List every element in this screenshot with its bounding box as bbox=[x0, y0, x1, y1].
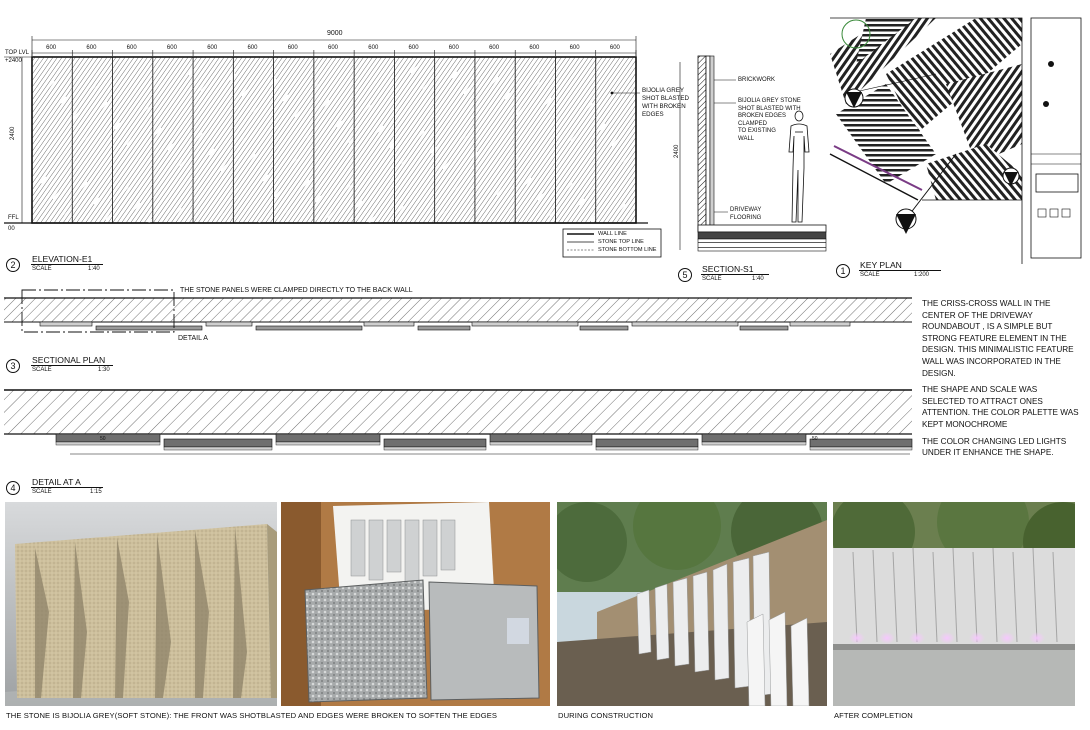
description-paragraph-2: THE SHAPE AND SCALE WAS SELECTED TO ATTR… bbox=[922, 385, 1079, 429]
section-marker-icon bbox=[844, 88, 1020, 234]
panel-dimension: 600 bbox=[368, 45, 379, 51]
panel-dimension: 600 bbox=[46, 45, 57, 51]
plan-title: SECTIONAL PLAN bbox=[32, 355, 106, 365]
panel-dimension: 600 bbox=[126, 45, 137, 51]
panel-dimension: 600 bbox=[448, 45, 459, 51]
panel-dimension: 600 bbox=[247, 45, 258, 51]
overall-dimension: 9000 bbox=[327, 30, 343, 37]
panel-dimension: 600 bbox=[287, 45, 298, 51]
sectional-plan: THE STONE PANELS WERE CLAMPED DIRECTLY T… bbox=[0, 284, 915, 374]
keyplan-number: 1 bbox=[836, 264, 850, 278]
section-title: SECTION-S1 bbox=[702, 264, 754, 274]
panel-dimension: 600 bbox=[529, 45, 540, 51]
detail-dim-left: 50 bbox=[100, 436, 106, 442]
detail-number: 4 bbox=[6, 481, 20, 495]
detail-dim-right: 50 bbox=[812, 436, 818, 442]
photo-during-construction bbox=[557, 502, 827, 706]
detail-drawing bbox=[4, 389, 913, 455]
section-height-dim: 2400 bbox=[674, 144, 680, 158]
plan-scale-value: 1:30 bbox=[98, 367, 110, 373]
top-level-label: TOP LVL bbox=[5, 50, 30, 56]
caption-completion: AFTER COMPLETION bbox=[834, 711, 913, 720]
photo-stone-samples bbox=[281, 502, 550, 706]
section-scale-value: 1:40 bbox=[752, 276, 764, 282]
panel-dimension: 600 bbox=[86, 45, 97, 51]
detail-title: DETAIL AT A bbox=[32, 477, 81, 487]
ffl-value: 00 bbox=[8, 226, 15, 232]
detail-scale-label: SCALE bbox=[32, 489, 52, 495]
keyplan-title: KEY PLAN bbox=[860, 260, 902, 270]
stone-note: BIJOLIA GREY SHOT BLASTED WITH BROKEN ED… bbox=[642, 87, 689, 118]
plan-scale-label: SCALE bbox=[32, 367, 52, 373]
photo-stone-render bbox=[5, 502, 277, 706]
top-level-value: +2400 bbox=[5, 58, 22, 64]
human-figure-icon bbox=[788, 110, 810, 223]
detail-a-ref: DETAIL A bbox=[178, 335, 208, 342]
section-scale-label: SCALE bbox=[702, 276, 722, 282]
panel-dimension: 600 bbox=[489, 45, 500, 51]
section-drawing bbox=[679, 55, 827, 252]
elevation-e1: 9000 600 600 600 600 600 600 600 600 600 600 600 60… bbox=[0, 0, 689, 272]
elevation-scale-label: SCALE bbox=[32, 266, 52, 272]
driveway-note: DRIVEWAY FLOORING bbox=[730, 207, 762, 221]
sectional-plan-drawing bbox=[4, 289, 912, 333]
caption-stone: THE STONE IS BIJOLIA GREY(SOFT STONE): T… bbox=[6, 711, 498, 720]
panel-dimension: 600 bbox=[408, 45, 419, 51]
section-s1: BRICKWORK BIJOLIA GREY STONE SHOT BLASTE… bbox=[674, 40, 836, 290]
caption-construction: DURING CONSTRUCTION bbox=[558, 711, 654, 720]
section-number: 5 bbox=[678, 268, 692, 282]
key-plan-drawing bbox=[829, 17, 1082, 264]
panel-dimension: 600 bbox=[166, 45, 177, 51]
detail-at-a: 50 50 4 DETAIL AT A SCALE 1:15 bbox=[0, 378, 915, 500]
plan-number: 3 bbox=[6, 359, 20, 373]
description-paragraph-1: THE CRISS-CROSS WALL IN THE CENTER OF TH… bbox=[922, 299, 1074, 378]
elevation-scale-value: 1:40 bbox=[88, 266, 100, 272]
panel-dimension: 600 bbox=[207, 45, 218, 51]
ffl-label: FFL bbox=[8, 215, 19, 221]
description-paragraph-3: THE COLOR CHANGING LED LIGHTS UNDER IT E… bbox=[922, 436, 1067, 458]
elevation-title: ELEVATION-E1 bbox=[32, 254, 93, 264]
panel-dimension: 600 bbox=[609, 45, 620, 51]
panel-dimension: 600 bbox=[569, 45, 580, 51]
plan-note: THE STONE PANELS WERE CLAMPED DIRECTLY T… bbox=[180, 287, 413, 294]
key-plan: 1 KEY PLAN SCALE 1:200 bbox=[826, 14, 1084, 284]
height-dimension: 2400 bbox=[10, 126, 16, 140]
section-stone-note: BIJOLIA GREY STONE SHOT BLASTED WITH BRO… bbox=[738, 98, 801, 142]
detail-scale-value: 1:15 bbox=[90, 489, 102, 495]
keyplan-scale-label: SCALE bbox=[860, 272, 880, 278]
panel-dimension: 600 bbox=[328, 45, 339, 51]
elevation-drawing bbox=[4, 36, 662, 258]
line-legend: WALL LINE STONE TOP LINE STONE BOTTOM LI… bbox=[598, 231, 657, 253]
keyplan-scale-value: 1:200 bbox=[914, 272, 930, 278]
brickwork-label: BRICKWORK bbox=[738, 77, 776, 83]
description-text: THE CRISS-CROSS WALL IN THE CENTER OF TH… bbox=[922, 298, 1080, 459]
elevation-number: 2 bbox=[6, 258, 20, 272]
photo-after-completion bbox=[833, 502, 1075, 706]
